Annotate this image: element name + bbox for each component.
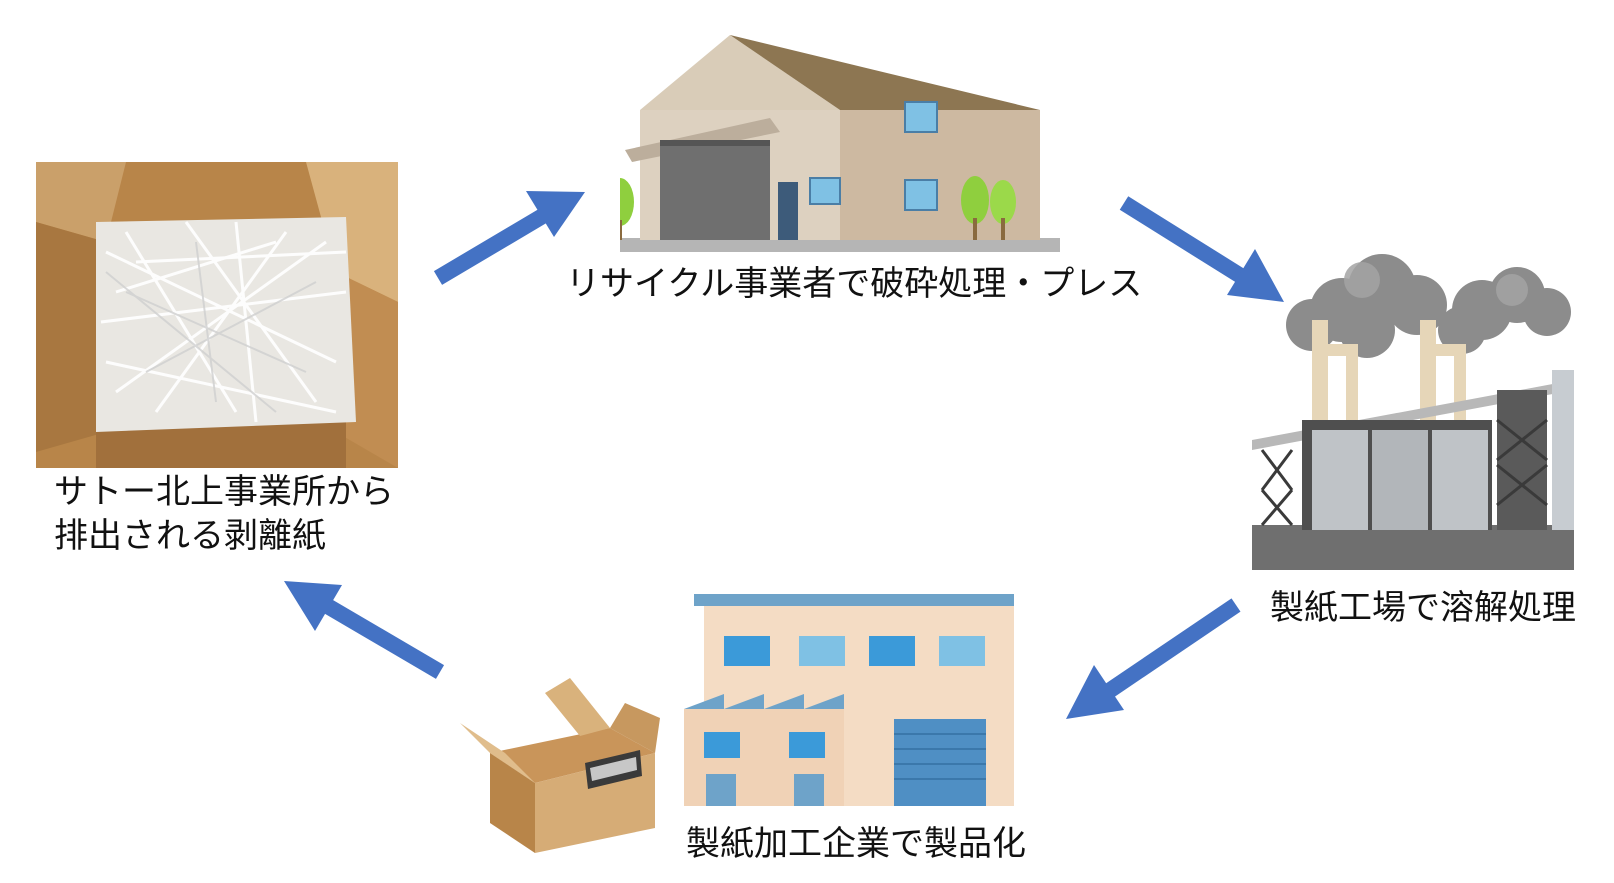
warehouse-icon (620, 30, 1060, 252)
factory-building-icon (684, 594, 1026, 806)
node-release-paper-label: サトー北上事業所から 排出される剥離紙 (54, 470, 394, 558)
cardboard-box-icon (460, 658, 660, 858)
cardboard-box-shredded-paper-icon (36, 162, 398, 468)
arrow-mill-to-converter (1066, 598, 1241, 719)
node-recycler-label: リサイクル事業者で破砕処理・プレス (566, 264, 1143, 304)
node-release-paper-label-line2: 排出される剥離紙 (54, 516, 326, 556)
node-paper-mill-label: 製紙工場で溶解処理 (1270, 588, 1576, 628)
paper-mill-factory-icon (1252, 250, 1574, 570)
node-release-paper-label-line1: サトー北上事業所から (54, 472, 394, 512)
arrow-converter-to-release (284, 581, 445, 679)
arrow-recycler-to-mill (1119, 196, 1284, 302)
node-converter-label: 製紙加工企業で製品化 (686, 824, 1026, 864)
arrow-release-to-recycler (433, 191, 585, 285)
